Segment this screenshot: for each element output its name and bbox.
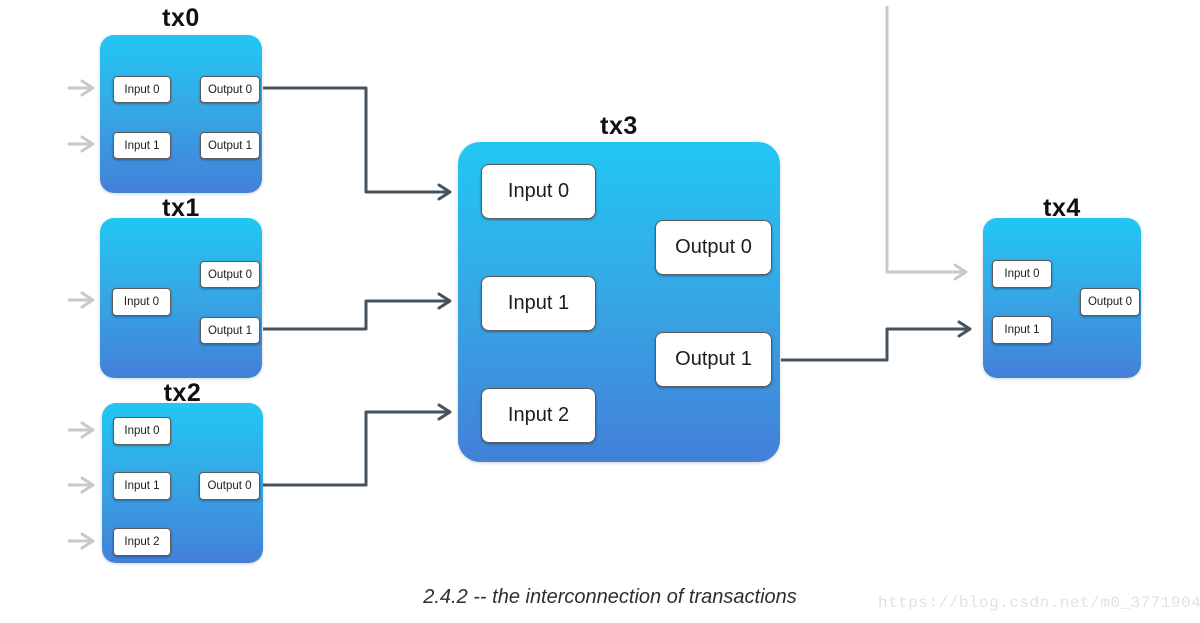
tx0-input-1: Input 1: [113, 132, 171, 159]
watermark-url: https://blog.csdn.net/m0_37719047: [878, 594, 1200, 612]
figure-caption: 2.4.2 -- the interconnection of transact…: [423, 586, 797, 608]
tx2-input-0: Input 0: [113, 417, 171, 445]
connector-tx3-output1-to-tx4-input1: [781, 320, 972, 362]
tx0-output-1: Output 1: [200, 132, 260, 159]
connector-tx2-output0-to-tx3-input2: [263, 403, 452, 487]
tx3-output-0: Output 0: [655, 220, 772, 275]
tx2-input-2: Input 2: [113, 528, 171, 556]
tx3-input-2: Input 2: [481, 388, 596, 443]
tx4-output-0: Output 0: [1080, 288, 1140, 316]
tx4-input-0: Input 0: [992, 260, 1052, 288]
tx2-input-1: Input 1: [113, 472, 171, 500]
tx3-label: tx3: [600, 112, 638, 140]
connector-tx1-output1-to-tx3-input1: [263, 292, 452, 331]
tx2-output-0: Output 0: [199, 472, 260, 500]
tx0-box: [100, 35, 262, 193]
tx0-output-0: Output 0: [200, 76, 260, 103]
tx0-input-0: Input 0: [113, 76, 171, 103]
tx0-label: tx0: [162, 4, 200, 32]
tx3-output-1: Output 1: [655, 332, 772, 387]
tx4-label: tx4: [1043, 194, 1081, 222]
tx3-input-0: Input 0: [481, 164, 596, 219]
tx3-input-1: Input 1: [481, 276, 596, 331]
connector-offscreen-to-tx4-input0: [885, 6, 968, 281]
tx4-input-1: Input 1: [992, 316, 1052, 344]
tx1-input-0: Input 0: [112, 288, 171, 316]
tx1-output-1: Output 1: [200, 317, 260, 344]
tx1-output-0: Output 0: [200, 261, 260, 288]
tx2-label: tx2: [163, 379, 202, 407]
connector-tx0-output0-to-tx3-input0: [263, 86, 452, 201]
tx1-label: tx1: [162, 194, 200, 222]
